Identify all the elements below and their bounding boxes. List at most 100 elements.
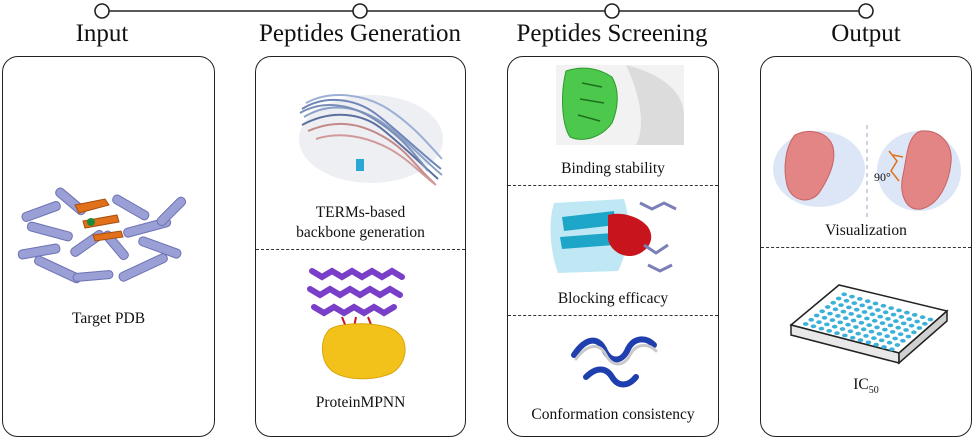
plate-well <box>830 300 836 305</box>
plate-well <box>824 322 830 327</box>
proteinmpnn-image <box>307 267 406 380</box>
plate-well <box>839 327 846 331</box>
output-caption2: IC50 <box>761 375 971 401</box>
plate-well <box>895 325 901 330</box>
plate-well <box>837 320 843 325</box>
plate-well <box>824 305 831 309</box>
plate-well <box>896 308 902 313</box>
plate-well <box>900 321 907 326</box>
plate-well <box>832 307 839 312</box>
plate-well <box>855 331 861 336</box>
panel-output: 90° Visualization IC50 <box>760 56 972 437</box>
ic-label: IC <box>853 376 869 393</box>
plate-well <box>889 347 895 352</box>
plate-well <box>905 334 912 339</box>
timeline-node-input <box>94 3 110 19</box>
plate-well <box>864 299 871 304</box>
plate-well <box>874 325 880 330</box>
plate-well <box>853 307 860 312</box>
panel-input: Target PDB <box>2 56 215 437</box>
plate-well <box>861 310 868 314</box>
plate-well <box>868 329 875 334</box>
input-caption: Target PDB <box>71 310 146 327</box>
ic-subscript: 50 <box>868 385 879 397</box>
plate-well <box>884 334 890 339</box>
plate-well <box>888 306 894 310</box>
well-plate-image <box>789 284 949 365</box>
plate-wells <box>802 292 934 352</box>
plate-well <box>882 310 889 315</box>
plate-well <box>919 315 926 320</box>
plate-well <box>927 317 934 322</box>
plate-well <box>845 322 851 327</box>
screening-caption1: Binding stability <box>561 160 665 177</box>
plate-well <box>863 334 869 338</box>
plate-well <box>898 315 905 319</box>
plate-well <box>866 323 872 327</box>
plate-well <box>864 316 870 321</box>
plate-well <box>810 324 817 329</box>
plate-well <box>818 326 825 331</box>
plate-well <box>842 316 849 321</box>
plate-well <box>816 320 822 324</box>
plate-well <box>906 317 912 322</box>
plate-well <box>867 305 873 310</box>
plate-well <box>821 315 828 320</box>
plate-well <box>835 296 842 301</box>
plate-well <box>876 332 883 336</box>
plate-well <box>802 322 809 326</box>
visualization-image: 90° <box>773 125 961 221</box>
plate-well <box>827 311 833 316</box>
timeline-node-screening <box>604 3 620 19</box>
generation-caption2: ProteinMPNN <box>315 394 406 411</box>
binding-stability-image <box>556 65 684 145</box>
plate-well <box>819 309 825 314</box>
plate-well <box>851 301 858 305</box>
plate-well <box>856 314 862 319</box>
plate-well <box>922 321 928 326</box>
rotation-label: 90° <box>874 170 891 184</box>
plate-well <box>871 318 878 323</box>
plate-well <box>838 303 844 307</box>
output-divider <box>761 247 971 248</box>
stage-title-generation: Peptides Generation <box>258 20 462 47</box>
plate-well <box>835 314 841 318</box>
screening-divider2 <box>508 315 718 316</box>
plate-well <box>808 317 814 322</box>
plate-well <box>848 312 854 316</box>
plate-well <box>893 319 899 323</box>
plate-well <box>878 338 885 343</box>
plate-well <box>834 331 840 336</box>
plate-well <box>880 303 887 308</box>
plate-well <box>881 345 887 349</box>
plate-well <box>858 320 865 325</box>
plate-well <box>871 336 877 340</box>
plate-well <box>872 301 879 306</box>
stage-title-input: Input <box>75 20 129 47</box>
plate-well <box>875 308 881 312</box>
plate-well <box>826 329 832 333</box>
plate-well <box>892 336 898 341</box>
plate-well <box>849 294 855 299</box>
output-caption1: Visualization <box>825 222 907 239</box>
screening-caption3: Conformation consistency <box>531 406 695 423</box>
plate-well <box>889 330 896 334</box>
timeline-node-output <box>858 3 874 19</box>
plate-well <box>877 314 883 319</box>
plate-well <box>846 305 852 310</box>
plate-well <box>882 327 888 332</box>
plate-well <box>894 343 901 347</box>
plate-well <box>869 312 876 317</box>
plate-well <box>885 317 891 321</box>
plate-well <box>843 298 850 303</box>
plate-well <box>860 327 867 332</box>
plate-well <box>903 328 909 332</box>
generation-caption-line2: backbone generation <box>296 224 425 241</box>
screening-caption2: Blocking efficacy <box>557 290 669 307</box>
plate-well <box>847 329 854 334</box>
plate-well <box>890 312 897 317</box>
backbone-ensemble-image <box>299 94 443 186</box>
plate-well <box>916 326 923 330</box>
plate-well <box>886 340 893 345</box>
plate-well <box>865 340 872 345</box>
